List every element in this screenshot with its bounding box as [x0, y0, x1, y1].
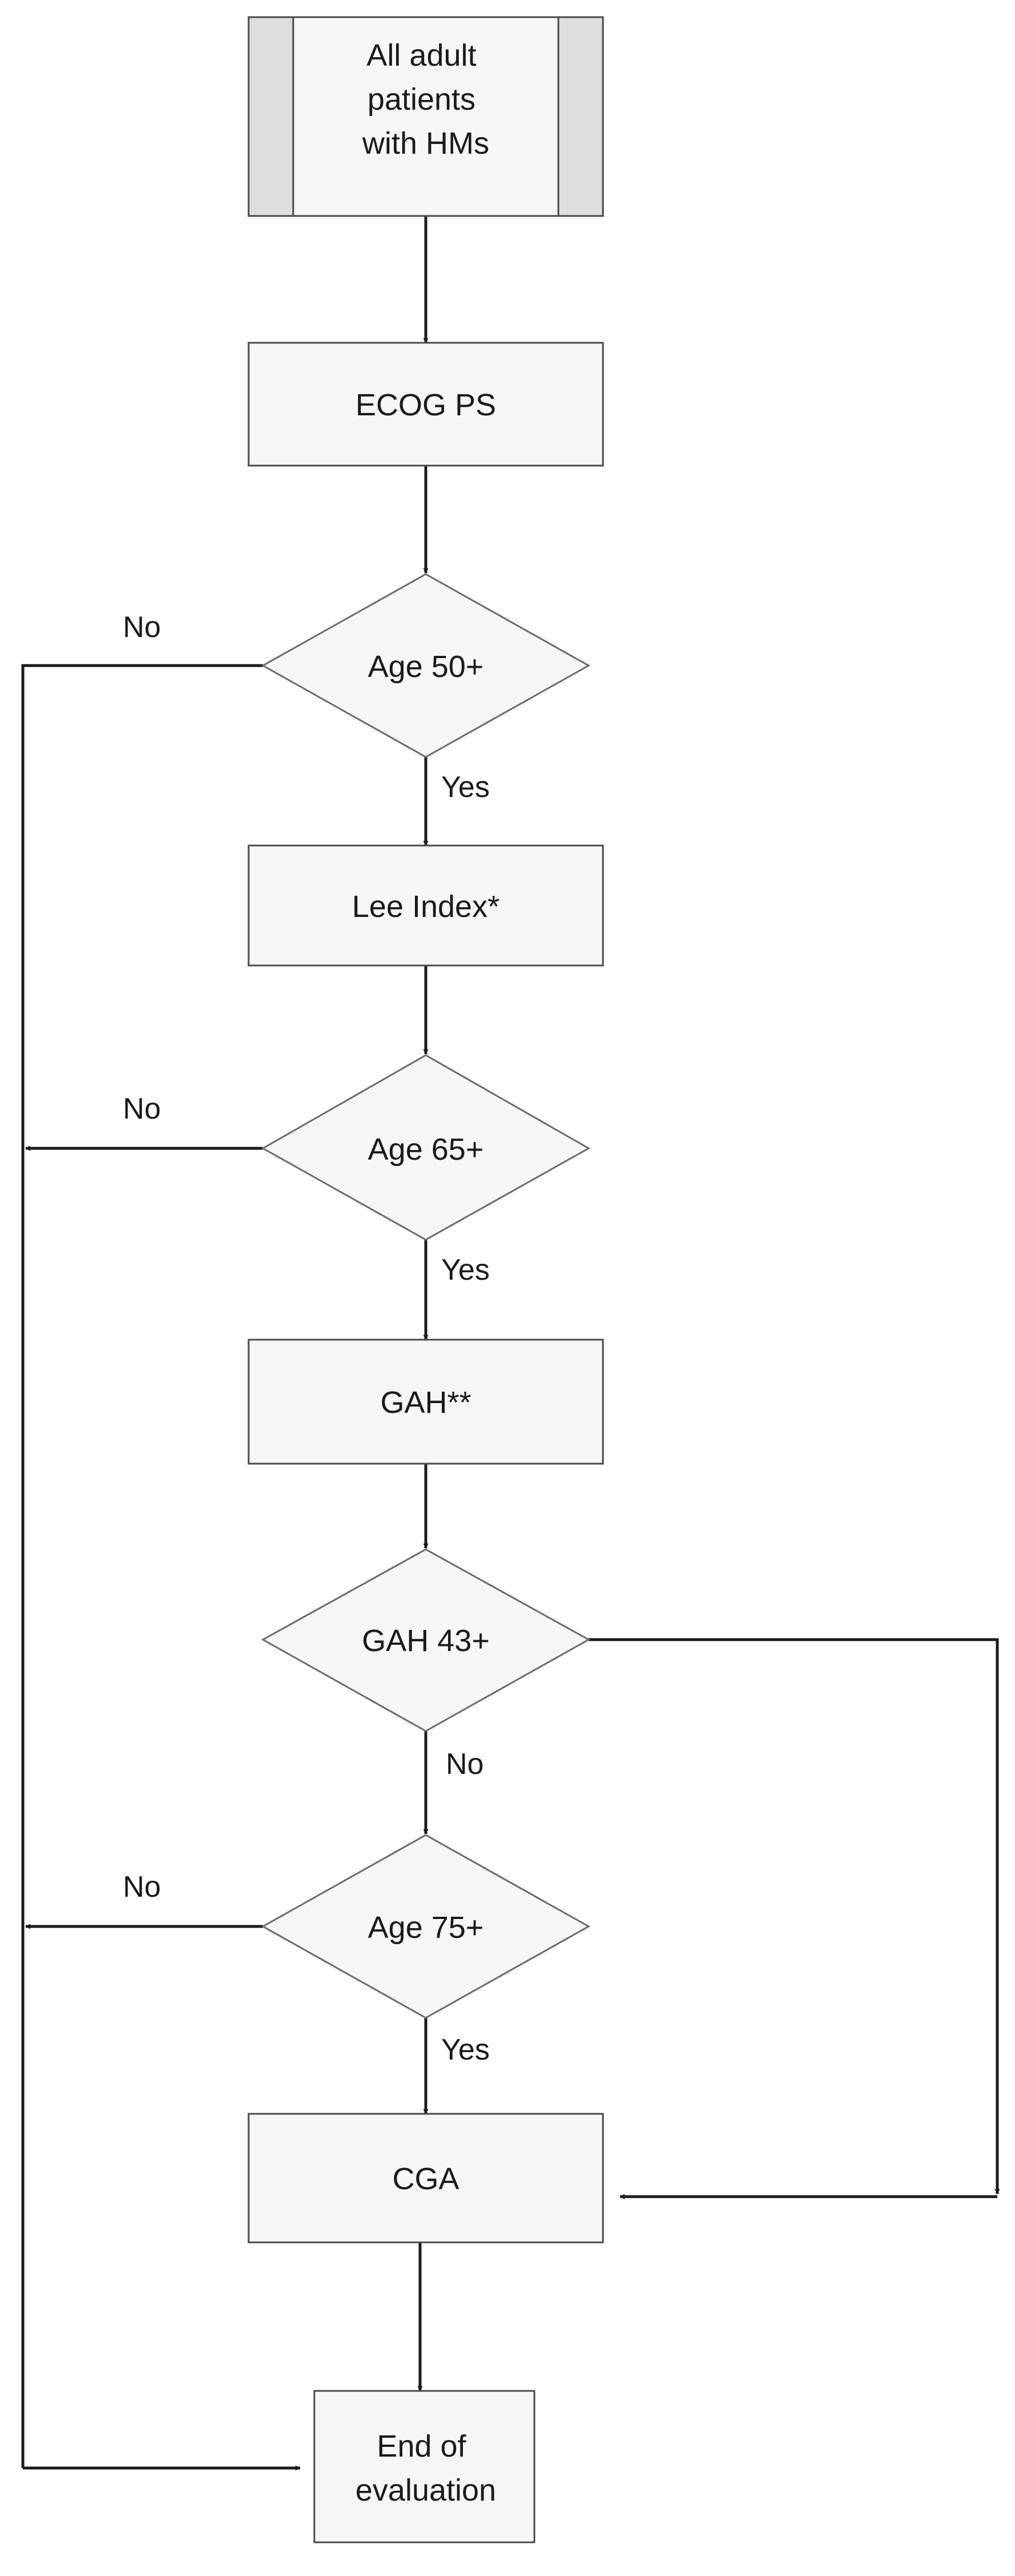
- node-end-line-1: End of: [377, 2429, 466, 2463]
- node-gah-label: GAH**: [380, 1385, 471, 1420]
- edge-labels: No Yes No Yes No No Yes: [123, 611, 490, 2066]
- node-gah: GAH**: [247, 1339, 604, 1465]
- node-end-of-evaluation: End of evaluation: [313, 2390, 536, 2543]
- decision-age-65-label: Age 65+: [368, 1132, 484, 1167]
- decision-age-75-label: Age 75+: [368, 1910, 484, 1945]
- svg-text:All adult patients: All adult patients with HMs: [362, 38, 489, 161]
- label-age65-no: No: [123, 1092, 161, 1125]
- node-ecog-ps-label: ECOG PS: [355, 388, 496, 422]
- node-start-line-1: All adult: [366, 38, 476, 73]
- label-age50-no: No: [123, 611, 161, 644]
- decision-gah-43: GAH 43+: [261, 1548, 591, 1732]
- label-age75-no: No: [123, 1870, 161, 1904]
- edge-age50-no-to-left-rail: [21, 664, 263, 2468]
- decision-age-65: Age 65+: [261, 1054, 591, 1241]
- node-start: All adult patients with HMs: [247, 16, 604, 217]
- edges: [21, 216, 1000, 2471]
- node-end-line-2: evaluation: [355, 2473, 496, 2507]
- svg-text:End of evaluation: End of evaluation: [355, 2429, 496, 2507]
- node-lee-index: Lee Index*: [247, 844, 604, 967]
- decision-gah-43-label: GAH 43+: [362, 1624, 490, 1658]
- decision-age-50: Age 50+: [261, 573, 591, 758]
- label-age50-yes: Yes: [441, 771, 490, 804]
- node-ecog-ps: ECOG PS: [247, 342, 604, 467]
- node-start-line-2: patients: [367, 82, 475, 117]
- label-gah43-no: No: [446, 1748, 483, 1781]
- label-age75-yes: Yes: [441, 2033, 490, 2066]
- node-lee-index-label: Lee Index*: [352, 890, 499, 924]
- node-start-line-3: with HMs: [362, 126, 489, 161]
- edge-gah43-yes-to-right-rail: [589, 1638, 1000, 2194]
- node-cga: CGA: [247, 2113, 604, 2244]
- decision-age-75: Age 75+: [261, 1834, 591, 2019]
- node-cga-label: CGA: [392, 2162, 459, 2196]
- decision-age-50-label: Age 50+: [368, 650, 484, 684]
- label-age65-yes: Yes: [441, 1253, 490, 1287]
